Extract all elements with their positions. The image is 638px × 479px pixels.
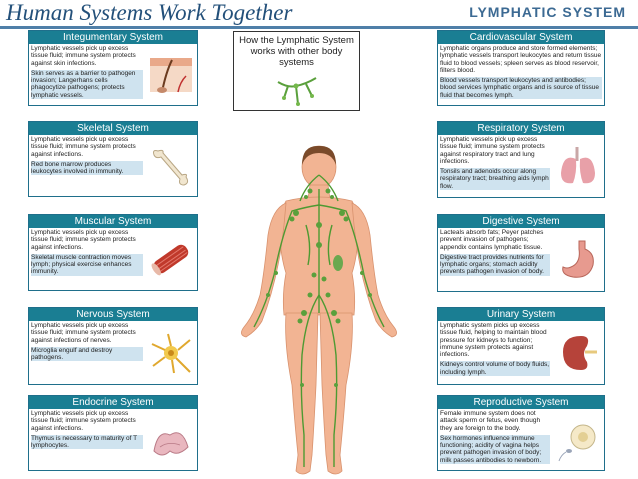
card-title: Muscular System [29,215,197,228]
kidney-icon [552,321,604,384]
card-title: Cardiovascular System [438,31,604,44]
card-title: Respiratory System [438,122,604,135]
card-muscular: Muscular System Lymphatic vessels pick u… [28,214,198,291]
card-title: Urinary System [438,308,604,321]
intro-text: How the Lymphatic System works with othe… [239,35,354,68]
card-endocrine: Endocrine System Lymphatic vessels pick … [28,395,198,471]
card-digestive: Digestive System Lacteals absorb fats; P… [437,214,605,292]
card-text-secondary: Tonsils and adenoids occur along respira… [440,168,550,191]
card-title: Integumentary System [29,31,197,44]
card-text-secondary: Digestive tract provides nutrients for l… [440,253,550,276]
card-text-primary: Lymphatic vessels pick up excess tissue … [31,322,136,344]
card-title: Reproductive System [438,396,604,409]
card-text-secondary: Skeletal muscle contraction moves lymph;… [31,253,143,276]
card-integumentary: Integumentary System Lymphatic vessels p… [28,30,198,106]
card-text-primary: Lymphatic vessels pick up excess tissue … [31,45,136,67]
card-text-primary: Female immune system does not attack spe… [440,410,541,432]
card-skeletal: Skeletal System Lymphatic vessels pick u… [28,121,198,197]
card-reproductive: Reproductive System Female immune system… [437,395,605,471]
card-title: Digestive System [438,215,604,228]
card-title: Nervous System [29,308,197,321]
title-divider [0,26,638,29]
card-nervous: Nervous System Lymphatic vessels pick up… [28,307,198,385]
sperm-egg-icon [552,409,604,470]
card-text-primary: Lacteals absorb fats; Peyer patches prev… [440,229,544,251]
thymus-icon [145,409,197,470]
card-text-primary: Lymphatic vessels pick up excess tissue … [31,229,136,251]
intro-box: How the Lymphatic System works with othe… [233,31,360,111]
neuron-icon [145,321,197,384]
card-text-secondary: Red bone marrow produces leukocytes invo… [31,160,143,176]
section-title: LYMPHATIC SYSTEM [469,4,626,20]
card-urinary: Urinary System Lymphatic system picks up… [437,307,605,385]
card-title: Endocrine System [29,396,197,409]
card-respiratory: Respiratory System Lymphatic vessels pic… [437,121,605,198]
card-text-secondary: Sex hormones influence immune functionin… [440,434,550,465]
card-text-primary: Lymphatic system picks up excess tissue … [440,322,547,359]
card-cardiovascular: Cardiovascular System Lymphatic organs p… [437,30,605,106]
card-title: Skeletal System [29,122,197,135]
card-text-primary: Lymphatic vessels pick up excess tissue … [31,410,136,432]
card-text-primary: Lymphatic vessels pick up excess tissue … [440,136,545,165]
card-text-primary: Lymphatic organs produce and store forme… [440,45,602,74]
stomach-icon [552,228,604,291]
bone-icon [145,135,197,196]
card-text-secondary: Blood vessels transport leukocytes and a… [440,77,602,100]
card-text-secondary: Microglia engulf and destroy pathogens. [31,346,143,362]
human-figure-lymphatic [241,145,397,475]
card-text-primary: Lymphatic vessels pick up excess tissue … [31,136,136,158]
lymph-vessel-icon [277,77,317,106]
card-text-secondary: Thymus is necessary to maturity of T lym… [31,434,143,450]
page-title: Human Systems Work Together [6,0,293,25]
card-text-secondary: Kidneys control volume of body fluids, i… [440,361,550,377]
card-text-secondary: Skin serves as a barrier to pathogen inv… [31,69,143,100]
skin-cross-section-icon [145,44,197,105]
muscle-icon [145,228,197,290]
lungs-icon [552,135,604,197]
